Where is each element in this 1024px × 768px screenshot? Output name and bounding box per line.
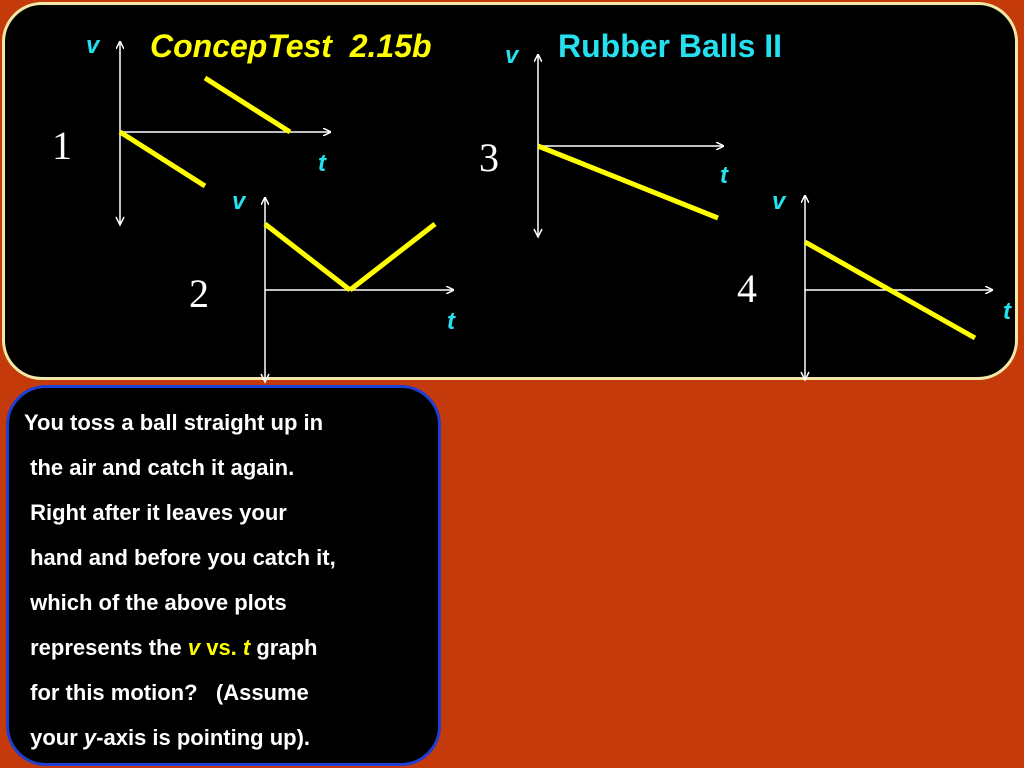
- graph2-segment-2: [348, 222, 437, 292]
- q6-t: t: [242, 635, 251, 660]
- graph2-number: 2: [189, 271, 209, 316]
- q6-pre: represents the: [24, 635, 188, 660]
- graph1-segment-2: [203, 75, 292, 135]
- graph4-v-axis-down-arrow: [800, 371, 810, 382]
- q6-post: graph: [250, 635, 318, 660]
- graph1-number: 1: [52, 123, 72, 168]
- graph3-v-label: v: [505, 42, 519, 69]
- title-rubber-balls: Rubber Balls II: [558, 28, 783, 64]
- question-line-5: which of the above plots: [24, 590, 287, 615]
- graph1-v-label: v: [86, 32, 100, 59]
- graph2-v-label: v: [232, 188, 246, 215]
- graph4-t-label: t: [1003, 298, 1011, 325]
- graph1-v-axis-down-arrow: [115, 216, 125, 227]
- title-concept-test: ConcepTest 2.15b: [150, 28, 432, 64]
- question-line-8: your y-axis is pointing up).: [24, 715, 434, 760]
- graph4-segment-1: [803, 239, 977, 341]
- graph4-v-label: v: [772, 188, 786, 215]
- graph3-segment-1: [537, 143, 719, 221]
- graph4-number: 4: [737, 266, 757, 311]
- graphs-panel: [2, 2, 1018, 380]
- graph3-number: 3: [479, 135, 499, 180]
- graph2-segment-1: [263, 222, 352, 292]
- question-line-4: hand and before you catch it,: [24, 545, 336, 570]
- graph2-t-label: t: [447, 308, 455, 335]
- q8-post: -axis is pointing up).: [96, 725, 311, 750]
- graph3-v-axis-down-arrow: [533, 228, 543, 239]
- graph3-t-label: t: [720, 162, 728, 189]
- q6-vs: vs.: [200, 635, 243, 660]
- q8-y: y: [83, 725, 97, 750]
- question-panel: [6, 385, 441, 766]
- q6-v: v: [187, 635, 201, 660]
- question-text: You toss a ball straight up in the air a…: [24, 400, 434, 760]
- q8-pre: your: [24, 725, 84, 750]
- graph1-segment-1: [118, 129, 207, 189]
- graph2-v-axis-down-arrow: [260, 373, 270, 384]
- question-line-1: You toss a ball straight up in: [24, 410, 324, 435]
- graph1-t-label: t: [318, 150, 326, 177]
- question-line-2: the air and catch it again.: [24, 455, 295, 480]
- question-line-7: for this motion? (Assume: [24, 680, 309, 705]
- question-line-6: represents the v vs. t graph: [24, 625, 434, 670]
- question-line-3: Right after it leaves your: [24, 500, 287, 525]
